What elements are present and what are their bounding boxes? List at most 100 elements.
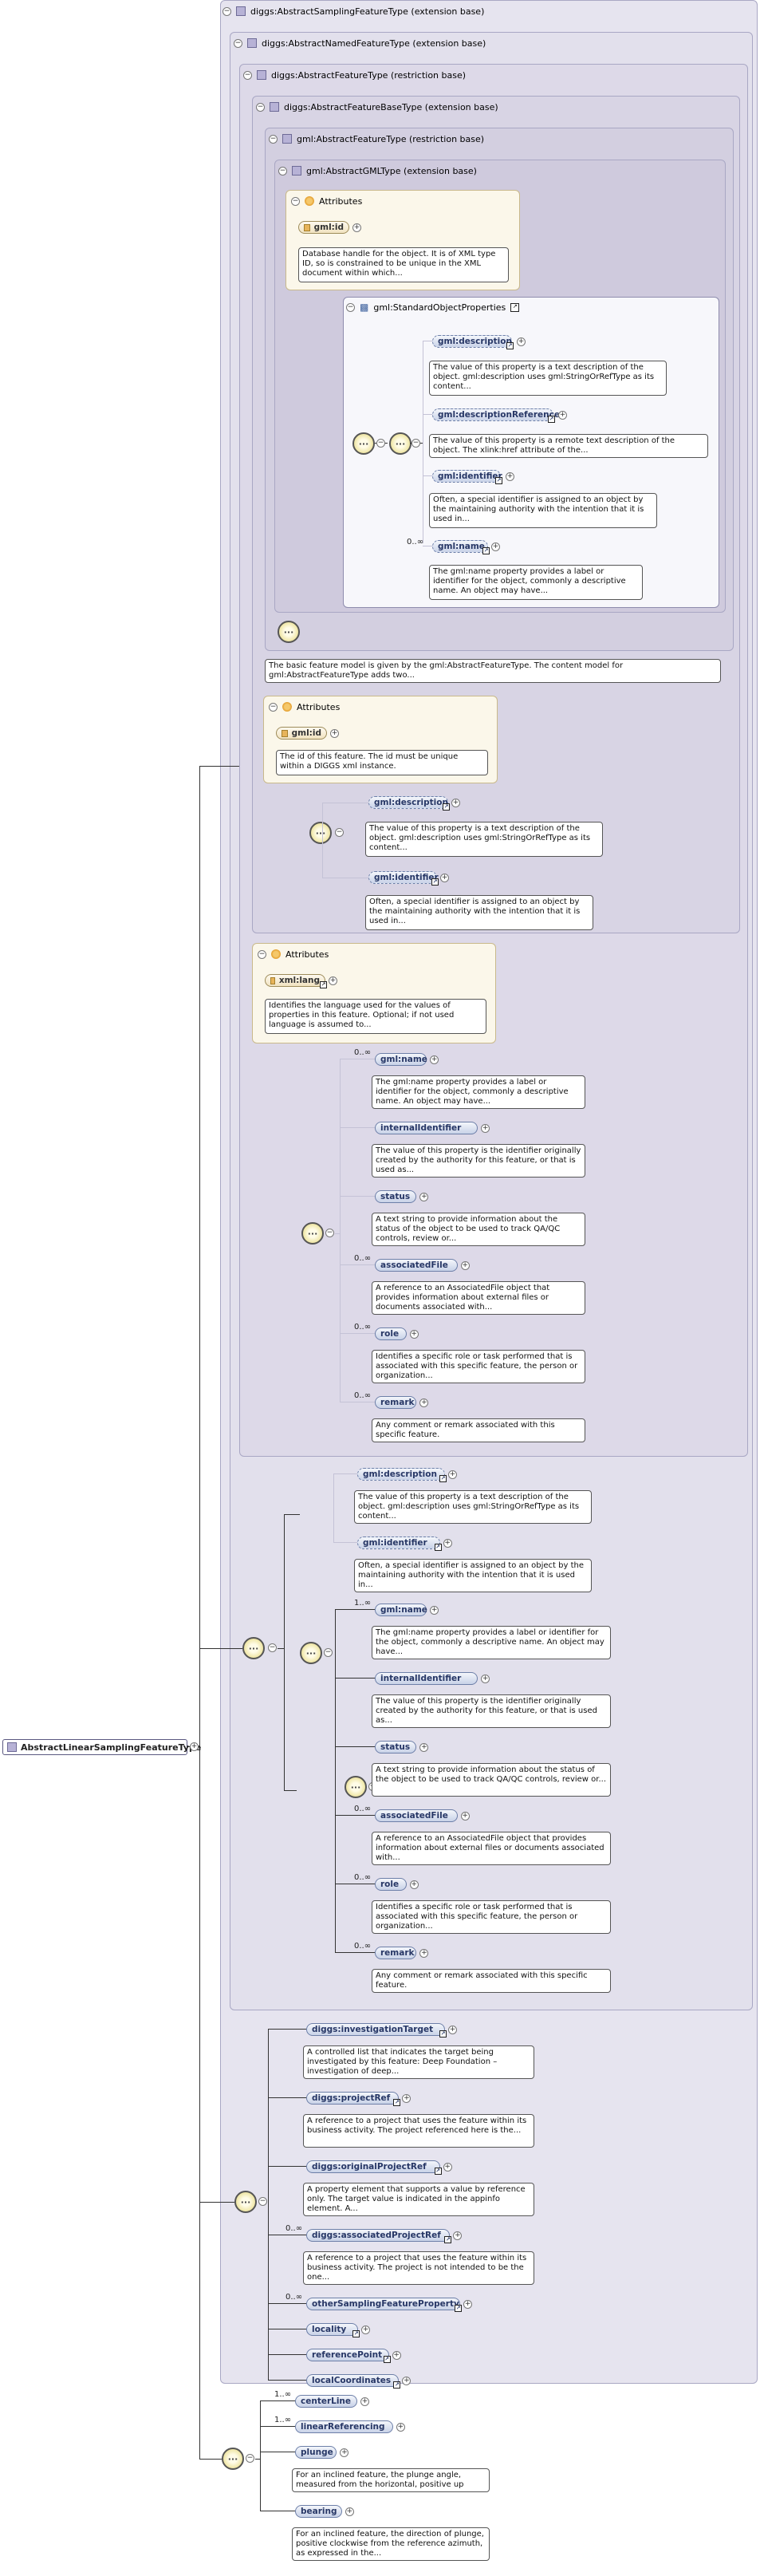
element-plunge[interactable]: plunge <box>295 2446 337 2459</box>
expand-icon[interactable]: + <box>460 1261 470 1270</box>
collapse-toggle[interactable]: − <box>234 38 242 48</box>
element-diggs-associatedprojectref[interactable]: diggs:associatedProjectRef↗ <box>306 2229 452 2243</box>
element-diggs-originalprojectref[interactable]: diggs:originalProjectRef↗ <box>306 2160 442 2175</box>
element-bearing[interactable]: bearing <box>295 2505 342 2518</box>
element-remark[interactable]: remark <box>375 1396 417 1409</box>
expand-icon[interactable]: + <box>440 874 449 882</box>
expand-icon[interactable]: + <box>443 1539 452 1548</box>
root-type[interactable]: AbstractLinearSamplingFeatureType <box>2 1739 201 1755</box>
element-gml-name[interactable]: gml:name <box>375 1604 427 1616</box>
gml-name-element[interactable]: gml:name↗ <box>432 540 490 554</box>
expand-icon[interactable]: + <box>340 2448 349 2457</box>
expand-icon[interactable]: + <box>419 1743 429 1752</box>
collapse-toggle[interactable]: − <box>412 439 420 448</box>
element-linearreferencing[interactable]: linearReferencing <box>295 2420 393 2433</box>
element-role[interactable]: role <box>375 1878 407 1891</box>
complex-type-icon <box>7 1742 17 1752</box>
link-icon: ↗ <box>510 302 520 312</box>
connector <box>268 2029 269 2380</box>
gml-identifier-element[interactable]: gml:identifier↗ <box>432 470 502 484</box>
element-role[interactable]: role <box>375 1327 407 1340</box>
expand-icon[interactable]: + <box>360 2397 369 2406</box>
collapse-toggle[interactable]: − <box>376 439 385 448</box>
collapse-toggle[interactable]: − <box>258 949 266 959</box>
element-othersamplingfeatureproperty[interactable]: otherSamplingFeatureProperty↗ <box>306 2298 463 2312</box>
collapse-toggle[interactable]: − <box>258 2197 267 2206</box>
element-status[interactable]: status <box>375 1741 417 1753</box>
collapse-toggle[interactable]: − <box>335 828 344 837</box>
collapse-toggle[interactable]: − <box>291 196 300 206</box>
attr-gml-id[interactable]: gml:id <box>276 727 327 740</box>
collapse-toggle[interactable]: − <box>243 70 252 80</box>
element-label: status <box>380 1742 411 1752</box>
doc-role: Identifies a specific role or task perfo… <box>372 1900 611 1934</box>
collapse-toggle[interactable]: − <box>268 1643 277 1652</box>
collapse-toggle[interactable]: − <box>256 102 265 112</box>
expand-icon[interactable]: + <box>517 337 526 346</box>
expand-icon[interactable]: + <box>460 1812 470 1821</box>
collapse-toggle[interactable]: − <box>222 6 231 16</box>
expand-icon[interactable]: + <box>419 1193 429 1201</box>
element-remark[interactable]: remark <box>375 1947 417 1959</box>
expand-icon[interactable]: + <box>329 976 337 985</box>
collapse-toggle[interactable]: − <box>325 1229 334 1237</box>
element-associatedfile[interactable]: associatedFile <box>375 1809 458 1822</box>
collapse-toggle[interactable]: − <box>269 702 278 712</box>
expand-icon[interactable]: + <box>330 729 339 738</box>
element-associatedfile[interactable]: associatedFile <box>375 1259 458 1272</box>
collapse-toggle[interactable]: − <box>269 134 278 144</box>
expand-icon[interactable]: + <box>481 1124 490 1133</box>
expand-icon[interactable]: + <box>409 1330 419 1339</box>
expand-icon[interactable]: + <box>345 2507 354 2516</box>
expand-icon[interactable]: + <box>392 2351 401 2360</box>
expand-icon[interactable]: + <box>430 1055 439 1064</box>
expand-icon[interactable]: + <box>352 223 361 232</box>
collapse-toggle[interactable]: − <box>324 1648 333 1657</box>
gml-description-reference-element[interactable]: gml:descriptionReference↗ <box>432 408 560 423</box>
expand-icon[interactable]: + <box>190 1742 199 1751</box>
expand-icon[interactable]: + <box>453 2231 463 2240</box>
element-locality[interactable]: locality↗ <box>306 2323 360 2337</box>
expand-icon[interactable]: + <box>506 472 514 481</box>
element-diggs-projectref[interactable]: diggs:projectRef↗ <box>306 2092 401 2106</box>
link-icon: ↗ <box>506 342 514 349</box>
gml-description-element[interactable]: gml:description↗ <box>368 796 450 811</box>
element-internalidentifier[interactable]: internalIdentifier <box>375 1122 478 1134</box>
expand-icon[interactable]: + <box>481 1675 490 1683</box>
expand-icon[interactable]: + <box>558 411 567 420</box>
expand-icon[interactable]: + <box>443 2163 452 2172</box>
expand-icon[interactable]: + <box>419 1949 429 1958</box>
element-diggs-investigationtarget[interactable]: diggs:investigationTarget↗ <box>306 2023 447 2038</box>
element-gml-description[interactable]: gml:description↗ <box>357 1468 447 1482</box>
gml-description-element[interactable]: gml:description↗ <box>432 335 514 349</box>
expand-icon[interactable]: + <box>419 1398 429 1407</box>
box-title: diggs:AbstractSamplingFeatureType (exten… <box>250 6 485 17</box>
element-gml-identifier[interactable]: gml:identifier↗ <box>357 1537 442 1551</box>
attr-xml-lang[interactable]: xml:lang↗ <box>265 974 327 988</box>
expand-icon[interactable]: + <box>491 542 500 551</box>
expand-icon[interactable]: + <box>430 1606 439 1615</box>
element-label: diggs:originalProjectRef <box>312 2162 427 2172</box>
expand-icon[interactable]: + <box>402 2094 412 2103</box>
expand-icon[interactable]: + <box>463 2300 473 2309</box>
collapse-toggle[interactable]: − <box>246 2454 254 2463</box>
expand-icon[interactable]: + <box>402 2377 412 2385</box>
collapse-toggle[interactable]: − <box>346 302 355 312</box>
expand-icon[interactable]: + <box>448 1470 457 1479</box>
element-localcoordinates[interactable]: localCoordinates↗ <box>306 2374 401 2389</box>
expand-icon[interactable]: + <box>409 1880 419 1889</box>
expand-icon[interactable]: + <box>448 2026 457 2034</box>
expand-icon[interactable]: + <box>396 2423 405 2432</box>
expand-icon[interactable]: + <box>451 799 460 807</box>
sequence-icon: ··· <box>389 432 412 455</box>
element-referencepoint[interactable]: referencePoint↗ <box>306 2349 391 2363</box>
attr-gml-id[interactable]: gml:id <box>298 221 349 234</box>
element-status[interactable]: status <box>375 1190 417 1203</box>
element-label: diggs:projectRef <box>312 2093 391 2103</box>
element-internalidentifier[interactable]: internalIdentifier <box>375 1672 478 1685</box>
collapse-toggle[interactable]: − <box>278 166 287 176</box>
gml-identifier-element[interactable]: gml:identifier↗ <box>368 871 439 886</box>
expand-icon[interactable]: + <box>361 2326 371 2334</box>
element-centerline[interactable]: centerLine <box>295 2395 357 2408</box>
element-gml-name[interactable]: gml:name <box>375 1053 427 1066</box>
